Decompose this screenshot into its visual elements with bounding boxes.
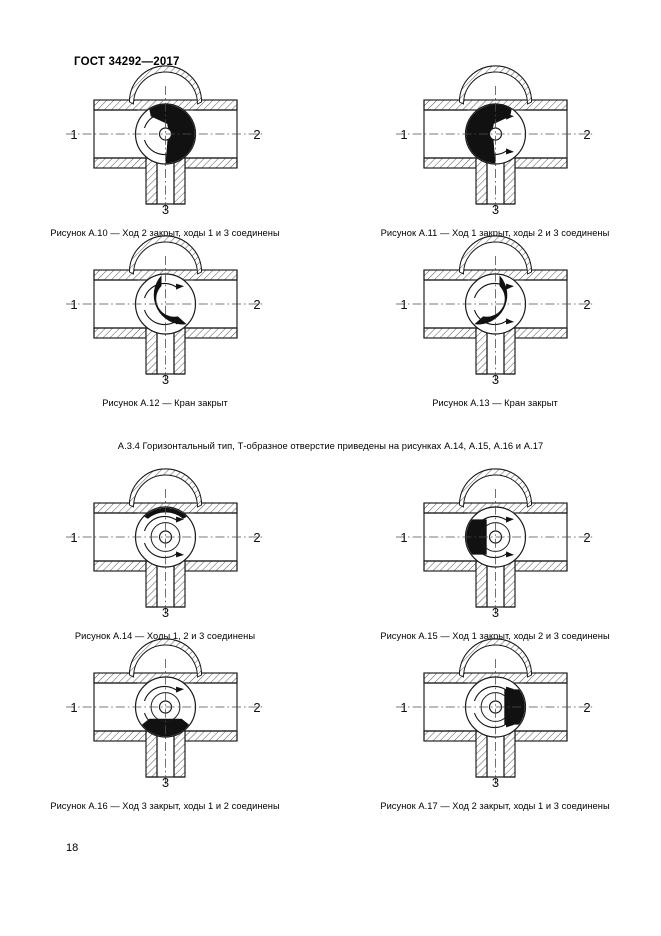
svg-text:2: 2 — [583, 127, 590, 142]
rotation-arrows — [143, 515, 184, 559]
valve-svg-a12: 1 2 3 — [65, 235, 265, 387]
figure-row-2: 1 2 3 Рисунок А.12 — Кран закрыт — [0, 235, 661, 408]
rotation-arrows — [143, 282, 184, 326]
section-note-a34: А.3.4 Горизонтальный тип, Т-образное отв… — [117, 440, 544, 451]
svg-text:2: 2 — [583, 530, 590, 545]
rotation-arrows — [473, 282, 514, 326]
figure-caption: Рисунок А.14 — Ходы 1, 2 и 3 соединены — [74, 631, 256, 641]
figure-row-1: 1 2 3 Рисунок А.10 — Ход 2 закрыт, ходы … — [0, 65, 661, 238]
centerlines-and-port-labels: 1 2 3 — [65, 86, 265, 217]
figure-a11: 1 2 3 Рисунок А.11 — Ход 1 закрыт, ходы … — [330, 65, 660, 238]
svg-text:3: 3 — [491, 775, 498, 790]
svg-text:1: 1 — [70, 297, 77, 312]
standard-header: ГОСТ 34292—2017 — [74, 56, 180, 68]
centerlines-and-port-labels: 1 2 3 — [65, 256, 265, 387]
figure-a12: 1 2 3 Рисунок А.12 — Кран закрыт — [0, 235, 330, 408]
rotation-arrows — [143, 685, 184, 729]
figure-caption: Рисунок А.17 — Ход 2 закрыт, ходы 1 и 3 … — [380, 801, 610, 811]
valve-svg-a16: 1 2 3 — [65, 638, 265, 790]
svg-text:1: 1 — [400, 297, 407, 312]
rotation-arrows — [143, 112, 184, 156]
figure-a17: 1 2 3 Рисунок А.17 — Ход 2 закрыт, ходы … — [330, 638, 660, 811]
valve-svg-a17: 1 2 3 — [395, 638, 595, 790]
centerlines-and-port-labels: 1 2 3 — [395, 256, 595, 387]
svg-text:2: 2 — [253, 297, 260, 312]
svg-text:2: 2 — [253, 530, 260, 545]
svg-text:2: 2 — [253, 700, 260, 715]
centerlines-and-port-labels: 1 2 3 — [65, 659, 265, 790]
centerlines-and-port-labels: 1 2 3 — [65, 489, 265, 620]
valve-diagram-a16: 1 2 3 — [58, 638, 273, 791]
svg-text:3: 3 — [161, 202, 168, 217]
centerlines-and-port-labels: 1 2 3 — [395, 86, 595, 217]
valve-diagram-a10: 1 2 3 — [58, 65, 273, 218]
rotation-arrows — [473, 515, 514, 559]
figure-caption: Рисунок А.15 — Ход 1 закрыт, ходы 2 и 3 … — [380, 631, 610, 641]
svg-text:2: 2 — [253, 127, 260, 142]
figure-a16: 1 2 3 Рисунок А.16 — Ход 3 закрыт, ходы … — [0, 638, 330, 811]
rotation-arrows — [473, 112, 514, 156]
svg-text:2: 2 — [583, 297, 590, 312]
svg-text:1: 1 — [400, 530, 407, 545]
svg-text:1: 1 — [70, 700, 77, 715]
valve-diagram-a12: 1 2 3 — [58, 235, 273, 388]
figure-caption: Рисунок А.11 — Ход 1 закрыт, ходы 2 и 3 … — [380, 228, 610, 238]
valve-diagram-a15: 1 2 3 — [388, 468, 603, 621]
figure-a10: 1 2 3 Рисунок А.10 — Ход 2 закрыт, ходы … — [0, 65, 330, 238]
valve-svg-a11: 1 2 3 — [395, 65, 595, 217]
centerlines-and-port-labels: 1 2 3 — [395, 659, 595, 790]
svg-text:3: 3 — [161, 372, 168, 387]
valve-diagram-a14: 1 2 3 — [58, 468, 273, 621]
valve-svg-a15: 1 2 3 — [395, 468, 595, 620]
figure-a14: 1 2 3 Рисунок А.14 — Ходы 1, 2 и 3 соеди… — [0, 468, 330, 641]
svg-text:1: 1 — [400, 127, 407, 142]
figure-caption: Рисунок А.16 — Ход 3 закрыт, ходы 1 и 2 … — [50, 801, 280, 811]
page-number: 18 — [66, 842, 79, 854]
valve-svg-a10: 1 2 3 — [65, 65, 265, 217]
figure-row-3: 1 2 3 Рисунок А.14 — Ходы 1, 2 и 3 соеди… — [0, 468, 661, 641]
svg-text:1: 1 — [70, 127, 77, 142]
figure-caption: Рисунок А.12 — Кран закрыт — [102, 398, 228, 408]
centerlines-and-port-labels: 1 2 3 — [395, 489, 595, 620]
rotation-arrows — [473, 685, 514, 729]
svg-text:3: 3 — [161, 605, 168, 620]
valve-svg-a13: 1 2 3 — [395, 235, 595, 387]
figure-caption: Рисунок А.13 — Кран закрыт — [432, 398, 558, 408]
svg-text:3: 3 — [491, 605, 498, 620]
valve-svg-a14: 1 2 3 — [65, 468, 265, 620]
svg-text:2: 2 — [583, 700, 590, 715]
figure-row-4: 1 2 3 Рисунок А.16 — Ход 3 закрыт, ходы … — [0, 638, 661, 811]
valve-diagram-a11: 1 2 3 — [388, 65, 603, 218]
figure-a13: 1 2 3 Рисунок А.13 — Кран закрыт — [330, 235, 660, 408]
svg-text:3: 3 — [491, 202, 498, 217]
figure-a15: 1 2 3 Рисунок А.15 — Ход 1 закрыт, ходы … — [330, 468, 660, 641]
figure-caption: Рисунок А.10 — Ход 2 закрыт, ходы 1 и 3 … — [50, 228, 280, 238]
valve-diagram-a17: 1 2 3 — [388, 638, 603, 791]
svg-text:1: 1 — [70, 530, 77, 545]
svg-text:3: 3 — [491, 372, 498, 387]
svg-text:3: 3 — [161, 775, 168, 790]
figure-grid: 1 2 3 Рисунок А.10 — Ход 2 закрыт, ходы … — [0, 65, 661, 811]
svg-text:1: 1 — [400, 700, 407, 715]
valve-diagram-a13: 1 2 3 — [388, 235, 603, 388]
